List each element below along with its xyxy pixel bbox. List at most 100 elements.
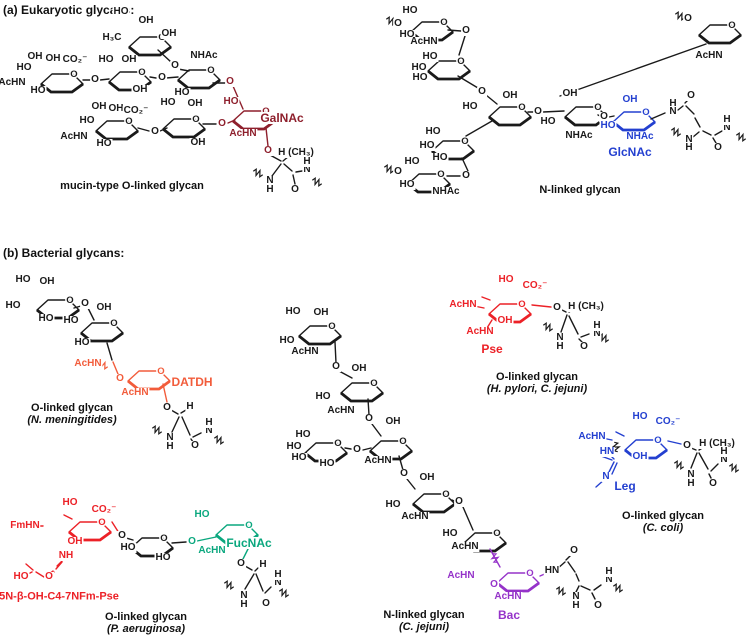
bond xyxy=(362,447,372,451)
atom-label: HO xyxy=(78,115,96,126)
ring-oxygen-label: O xyxy=(334,438,341,449)
bond xyxy=(615,431,625,437)
bond xyxy=(254,567,259,572)
sugar-name-label: Leg xyxy=(613,479,637,493)
bond xyxy=(264,586,272,594)
sugar-name-label: GlcNAc xyxy=(607,145,653,159)
ring-oxygen-label: O xyxy=(526,568,533,579)
bond xyxy=(227,119,236,124)
bond xyxy=(244,565,253,571)
bond xyxy=(165,76,179,79)
atom-label: HO xyxy=(398,179,416,190)
bond xyxy=(580,585,591,591)
atom-label: O xyxy=(708,478,718,489)
atom-label: HO xyxy=(461,101,479,112)
wavy-truncation-mark xyxy=(223,579,235,591)
atom-label: AcHN xyxy=(228,128,258,139)
atom-label: AcHN xyxy=(493,591,523,602)
atom-label: OH xyxy=(95,302,113,313)
wavy-truncation-mark xyxy=(673,459,685,471)
atom-label: HO xyxy=(318,458,336,469)
bond xyxy=(712,137,717,144)
atom-label: CO₂⁻ xyxy=(654,416,682,427)
sugar-ring-front-edge xyxy=(128,45,172,57)
sugar-ring-front-edge xyxy=(427,69,471,81)
sugar-ring-front-edge xyxy=(698,33,742,45)
atom-label: HO xyxy=(222,96,240,107)
atom-label: HO xyxy=(294,429,312,440)
bond xyxy=(575,573,580,582)
sugar-name-label: DATDH xyxy=(170,375,214,389)
sugar-ring-front-edge xyxy=(162,127,206,139)
bond xyxy=(451,499,455,502)
atom-label: O xyxy=(682,440,692,451)
atom-label: O xyxy=(261,598,271,609)
atom-label: H xyxy=(686,478,696,489)
atom-label: H₃C xyxy=(101,32,123,43)
wavy-truncation-mark xyxy=(612,582,624,594)
atom-label: HO xyxy=(418,140,436,151)
atom-label: HO xyxy=(15,62,33,73)
bond xyxy=(690,452,698,469)
atom-label: AcHN xyxy=(465,326,495,337)
structure-o-linked-hpylori-cjejuni: O xyxy=(473,296,610,344)
ring-oxygen-label: O xyxy=(262,106,269,117)
section-a-header: (a) Eukaryotic glycans: xyxy=(3,3,135,17)
ring-oxygen-label: O xyxy=(461,136,468,147)
atom-label: N xyxy=(204,425,214,436)
atom-label: OH xyxy=(160,28,178,39)
atom-label: N xyxy=(273,577,283,588)
bond xyxy=(685,105,695,115)
bond xyxy=(542,110,565,113)
bond xyxy=(461,157,469,172)
ring-oxygen-label: O xyxy=(399,436,406,447)
bond xyxy=(283,163,293,172)
bond xyxy=(367,398,370,416)
bond xyxy=(171,416,180,433)
bond xyxy=(559,43,707,97)
bond xyxy=(568,315,579,335)
atom-label: H xyxy=(555,341,565,352)
atom-label: N xyxy=(719,454,729,465)
bond xyxy=(192,432,202,438)
wavy-truncation-mark xyxy=(670,126,682,138)
ring-oxygen-label: O xyxy=(207,65,214,76)
ring-oxygen-label: O xyxy=(518,299,525,310)
atom-label: H (CH₃) xyxy=(567,301,605,312)
atom-label: N xyxy=(592,328,602,339)
atom-label: HO xyxy=(29,85,47,96)
atom-label: O xyxy=(569,545,579,556)
atom-label: OH xyxy=(90,101,108,112)
sugar-ring-front-edge xyxy=(68,530,112,542)
ring-oxygen-label: O xyxy=(157,366,164,377)
bond xyxy=(611,462,618,475)
bond xyxy=(650,112,666,120)
bond xyxy=(406,478,416,490)
bond xyxy=(106,342,113,361)
wavy-truncation-mark xyxy=(542,321,554,333)
atom-label: HO xyxy=(119,542,137,553)
atom-label: O xyxy=(461,25,471,36)
atom-label: O xyxy=(593,600,603,611)
structure-caption-o-linked-nmeningitides: O-linked glycan(N. meningitides) xyxy=(27,402,117,426)
atom-label: OH xyxy=(120,54,138,65)
atom-label: HO xyxy=(154,552,172,563)
section-b-header: (b) Bacterial glycans: xyxy=(3,246,125,260)
bond xyxy=(171,541,187,544)
atom-label: H xyxy=(719,446,729,457)
atom-label: H xyxy=(185,401,195,412)
atom-label: O xyxy=(162,402,172,413)
atom-label: CO₂⁻ xyxy=(521,280,549,291)
atom-label: O xyxy=(393,166,403,177)
bond xyxy=(265,127,269,147)
atom-label: O xyxy=(686,90,696,101)
atom-label: OH xyxy=(38,276,56,287)
atom-label: OH xyxy=(107,103,125,114)
atom-label: HO xyxy=(441,528,459,539)
atom-label: O xyxy=(352,444,362,455)
atom-label: HO xyxy=(159,97,177,108)
ring-oxygen-label: O xyxy=(518,102,525,113)
atom-label: AcHN xyxy=(290,346,320,357)
